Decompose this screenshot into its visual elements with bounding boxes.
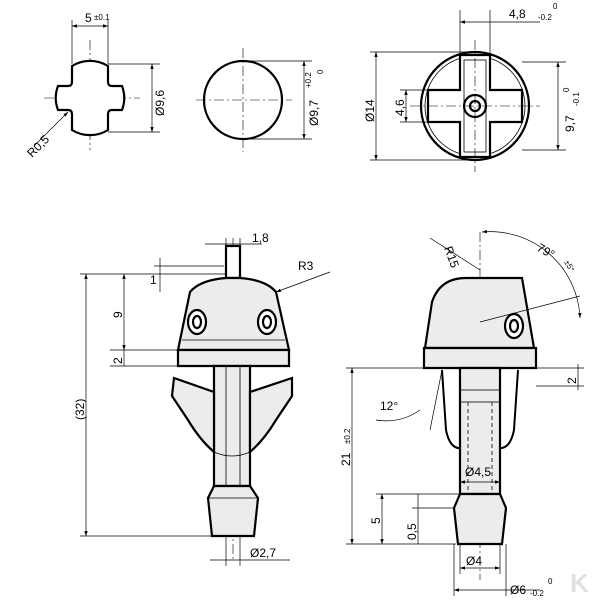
stem <box>212 364 252 488</box>
barb <box>452 492 508 546</box>
dim-radius: R0,5 <box>24 132 52 160</box>
dim-tol-upper: +0.2 <box>304 72 313 88</box>
dim-slot: 1,8 <box>252 231 269 245</box>
view-top-right: 4,8 0 -0.2 Ø14 4,6 9,7 0 -0.1 <box>363 2 581 172</box>
dim-width: 4,8 <box>509 7 526 21</box>
cross-section-outline <box>54 59 126 137</box>
view-side: R15 79° ±5° 12° 2 21 ±0.2 Ø4,5 5 0,5 Ø4 … <box>339 229 584 598</box>
dim-width-tol-upper: 0 <box>553 2 558 11</box>
dim-half: 0,5 <box>405 523 419 540</box>
nozzle-left-hole <box>191 314 203 330</box>
dim-radius: R3 <box>298 259 314 273</box>
dim-height-tol-upper: 0 <box>562 87 571 92</box>
dim-bottom-dia: Ø2,7 <box>250 546 276 560</box>
dim-dia6: Ø6 <box>510 583 526 597</box>
top-nub <box>224 244 242 280</box>
dim-inner-dia: Ø4,5 <box>465 465 491 479</box>
dim-tol-lower: 0 <box>316 69 325 74</box>
stem <box>458 366 502 496</box>
dim-inner: 4,6 <box>393 99 407 116</box>
angle-leg <box>429 369 443 431</box>
view-top-middle: Ø9,7 +0.2 0 <box>196 48 325 152</box>
dim-radius: R15 <box>441 244 462 270</box>
dim-dia: Ø9,6 <box>153 90 167 116</box>
barb <box>206 484 260 538</box>
clip-right <box>248 376 294 455</box>
clip-bridge <box>213 451 251 457</box>
dim-one: 1 <box>150 273 157 287</box>
dim-height-tol: ±0.2 <box>343 428 352 444</box>
dim-dia: Ø9,7 <box>307 100 321 126</box>
head-base <box>422 346 538 370</box>
nozzle-hole <box>508 318 520 334</box>
angle-arc <box>375 409 421 422</box>
leader-radius <box>275 271 331 293</box>
view-top-left: 5 ±0.1 Ø9,6 R0,5 <box>24 11 167 160</box>
view-front: 1,8 R3 1 9 2 (32) Ø2,7 <box>73 231 331 566</box>
dim-height-tol-lower: -0.1 <box>572 92 581 106</box>
dim-overall: (32) <box>73 399 87 420</box>
dim-outer-dia: Ø14 <box>363 99 377 122</box>
dim-height: 21 <box>339 452 353 466</box>
dim-nine: 9 <box>111 311 125 318</box>
leader-radius <box>429 237 481 271</box>
dim-dia6-tol-upper: 0 <box>548 577 553 586</box>
angle-leg <box>479 295 581 323</box>
head-base <box>176 348 291 368</box>
nozzle-right-hole <box>261 314 273 330</box>
brand-logo: K <box>570 568 589 598</box>
dim-two: 2 <box>111 357 125 364</box>
dim-two: 2 <box>565 377 579 384</box>
stem-band <box>459 389 501 403</box>
dim-height: 9,7 <box>563 115 577 132</box>
dim-angle2: 12° <box>380 399 398 413</box>
dim-dia4: Ø4 <box>466 554 482 568</box>
dim-five: 5 <box>369 517 383 524</box>
dim-width-tol: ±0.1 <box>94 13 110 22</box>
dim-width-tol-lower: -0.2 <box>538 13 552 22</box>
leader-radius <box>33 111 69 147</box>
dim-width: 5 <box>85 11 92 25</box>
angle-arc <box>481 229 582 319</box>
clip-left <box>170 376 216 455</box>
dim-dia6-tol-lower: -0.2 <box>530 589 544 598</box>
